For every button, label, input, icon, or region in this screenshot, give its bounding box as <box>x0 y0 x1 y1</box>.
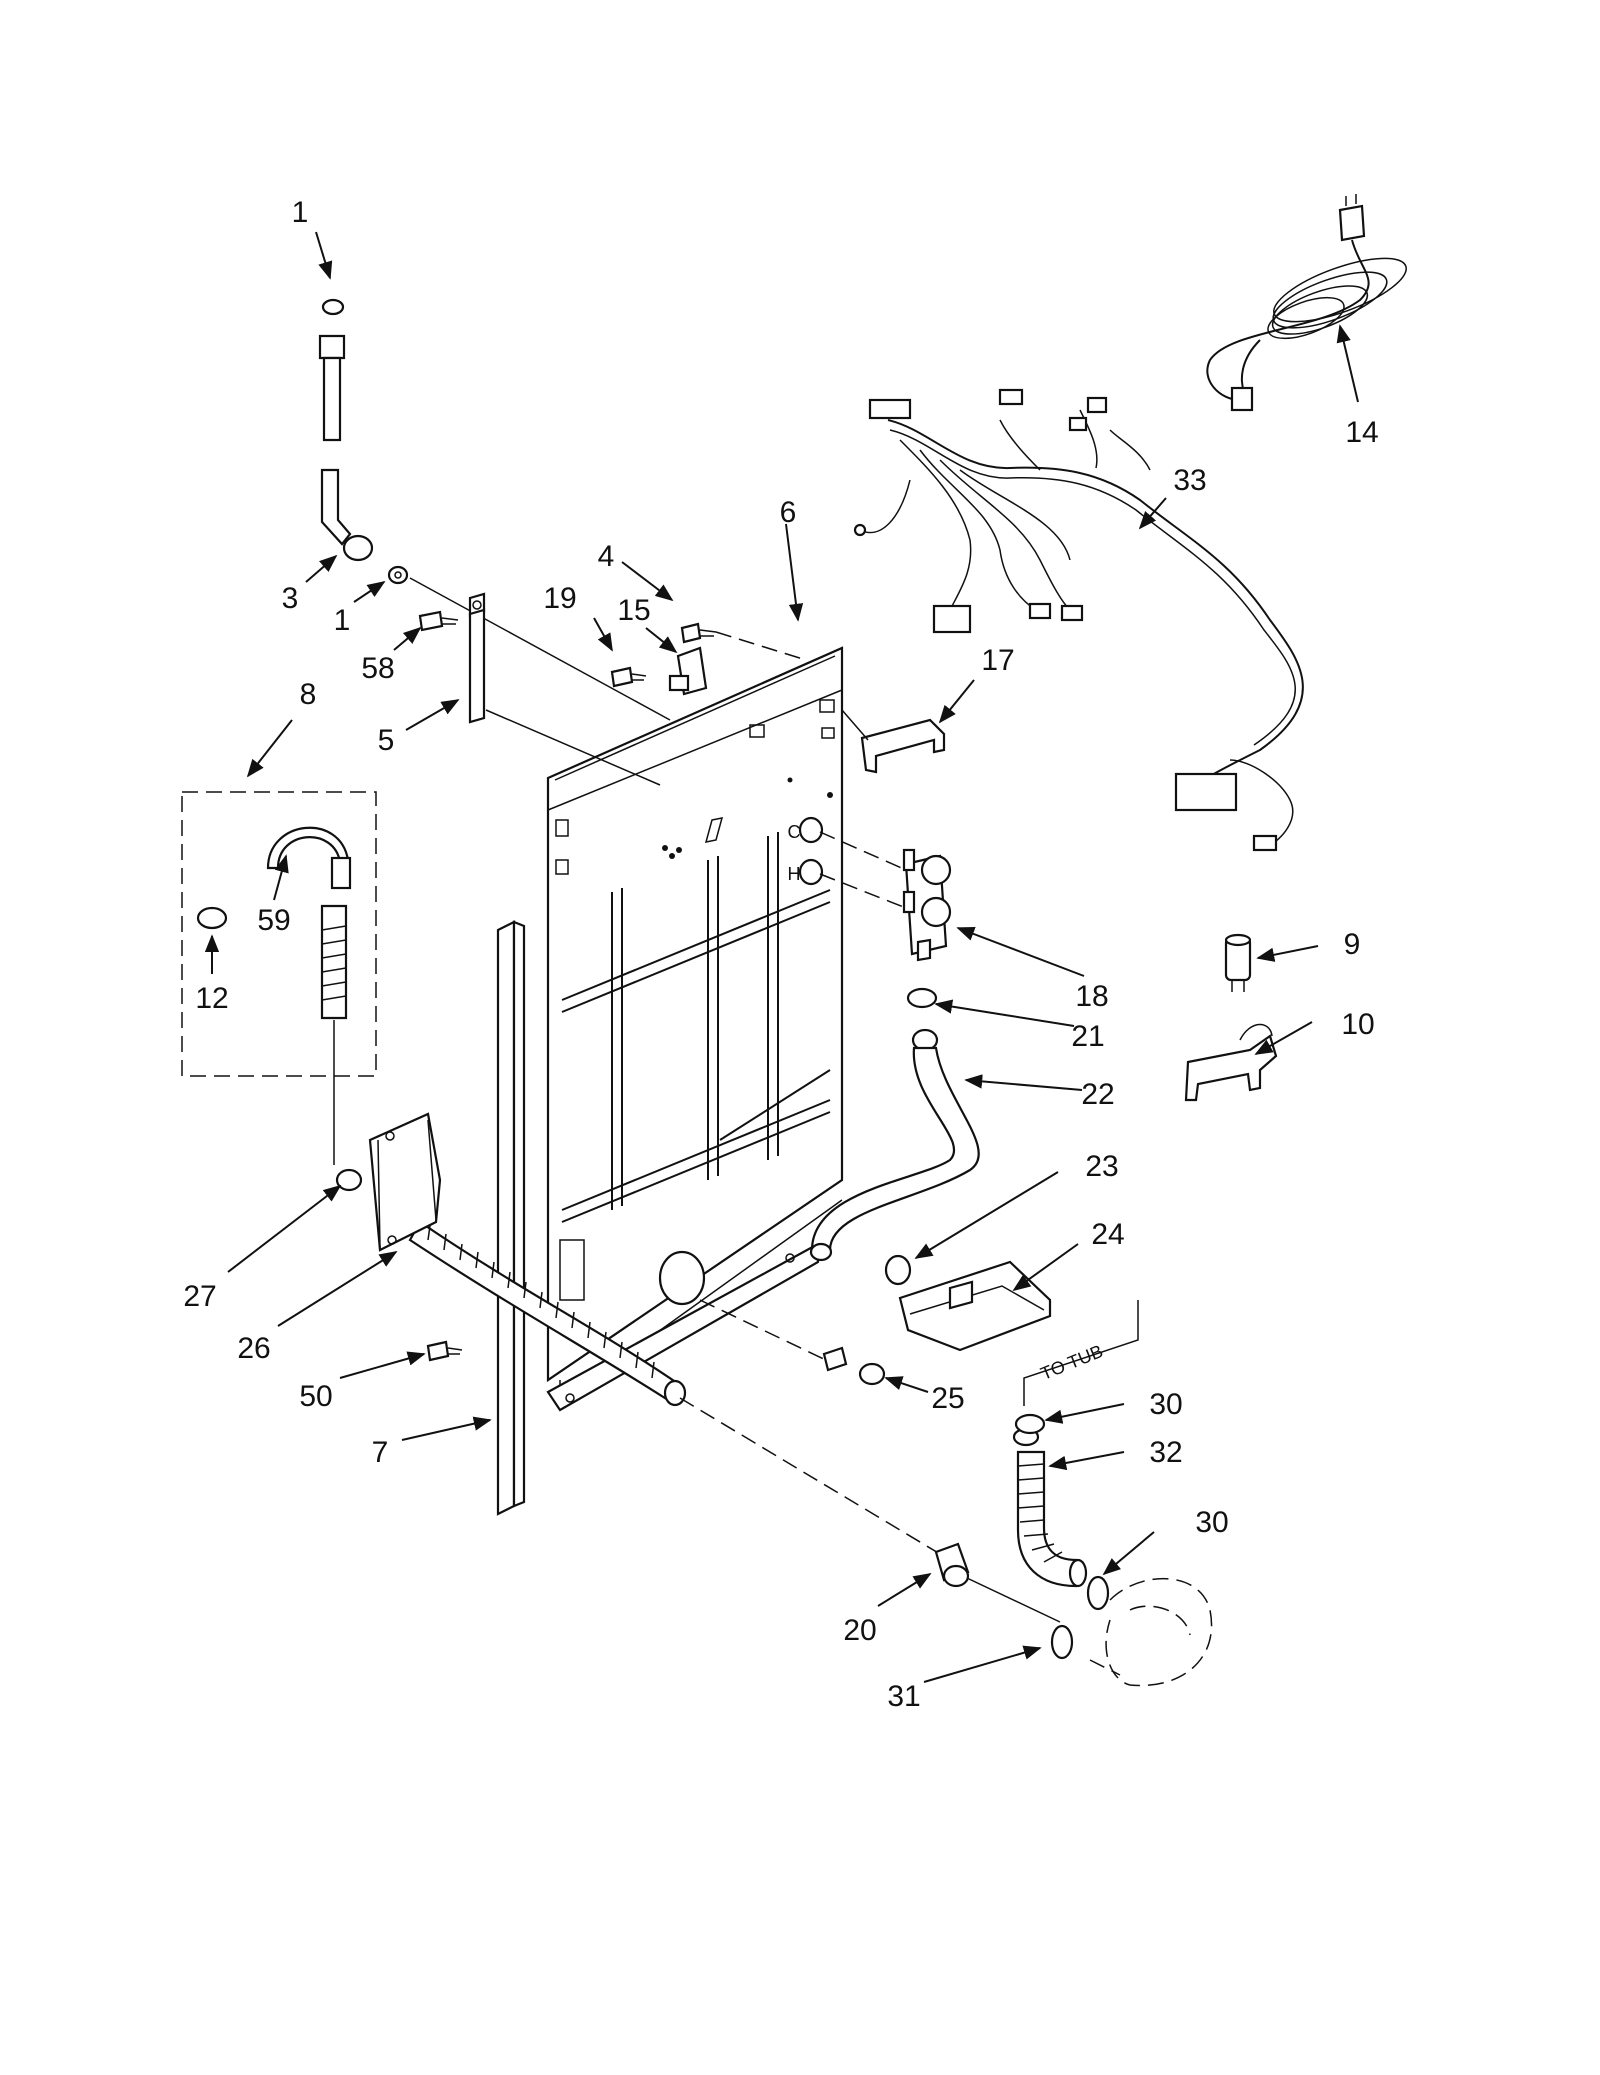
callout-30: 30 <box>1149 1388 1182 1421</box>
callout-32: 32 <box>1149 1436 1182 1469</box>
hose-bracket <box>368 1112 442 1252</box>
callout-24: 24 <box>1091 1218 1124 1251</box>
callout-58: 58 <box>361 652 394 685</box>
clamp-31 <box>1050 1624 1074 1660</box>
connector-20 <box>934 1542 970 1588</box>
valve-h-mark: H <box>788 864 801 884</box>
callout-1: 1 <box>292 196 309 229</box>
hose-kit-box <box>181 791 377 1077</box>
bracket-10 <box>1184 1023 1278 1102</box>
bracket-24 <box>898 1260 1052 1352</box>
callout-59: 59 <box>257 904 290 937</box>
callout-26: 26 <box>237 1332 270 1365</box>
screws <box>418 610 717 1362</box>
callout-arrows <box>204 231 1359 1683</box>
wire-harness <box>853 388 1304 852</box>
callout-1: 1 <box>334 604 351 637</box>
callout-4: 4 <box>598 540 615 573</box>
to-tub-note: TO TUB <box>1038 1341 1106 1384</box>
callout-12: 12 <box>195 982 228 1015</box>
callout-7: 7 <box>372 1436 389 1469</box>
drain-hose-32 <box>1012 1427 1088 1588</box>
callout-23: 23 <box>1085 1150 1118 1183</box>
callout-6: 6 <box>780 496 797 529</box>
clamp-21 <box>906 987 938 1009</box>
callout-14: 14 <box>1345 416 1378 449</box>
drain-hose <box>408 1220 687 1407</box>
clamp-30-lower <box>1086 1575 1110 1611</box>
callout-5: 5 <box>378 724 395 757</box>
tub-fitting <box>658 1250 886 1386</box>
callout-9: 9 <box>1344 928 1361 961</box>
clamp-30-upper <box>1014 1413 1046 1435</box>
callout-19: 19 <box>543 582 576 615</box>
inlet-leader <box>409 577 671 721</box>
clamp-23 <box>884 1254 912 1286</box>
callout-3: 3 <box>282 582 299 615</box>
callout-30: 30 <box>1195 1506 1228 1539</box>
clip-15 <box>668 646 708 696</box>
callout-21: 21 <box>1071 1020 1104 1053</box>
side-rail <box>496 920 526 1516</box>
water-valve <box>798 816 952 962</box>
inlet-hose <box>318 298 409 585</box>
capacitor-9 <box>1224 933 1252 992</box>
callout-18: 18 <box>1075 980 1108 1013</box>
callout-20: 20 <box>843 1614 876 1647</box>
callout-labels: 1 1 3 58 5 8 59 12 4 19 15 6 17 33 14 18… <box>183 196 1378 1713</box>
callout-10: 10 <box>1341 1008 1374 1041</box>
callout-25: 25 <box>931 1382 964 1415</box>
to-tub-line <box>1023 1300 1139 1406</box>
callout-31: 31 <box>887 1680 920 1713</box>
callout-22: 22 <box>1081 1078 1114 1111</box>
callout-8: 8 <box>300 678 317 711</box>
power-cord <box>1206 194 1407 412</box>
callout-50: 50 <box>299 1380 332 1413</box>
bracket-17 <box>860 718 946 774</box>
bracket-5 <box>468 592 486 724</box>
valve-c-mark: C <box>788 822 801 842</box>
callout-15: 15 <box>617 594 650 627</box>
callout-27: 27 <box>183 1280 216 1313</box>
callout-17: 17 <box>981 644 1014 677</box>
callout-33: 33 <box>1173 464 1206 497</box>
tub-outlet-dashed <box>1089 1578 1213 1687</box>
clamp-27 <box>335 1168 363 1192</box>
fill-hose-22 <box>809 1028 980 1262</box>
